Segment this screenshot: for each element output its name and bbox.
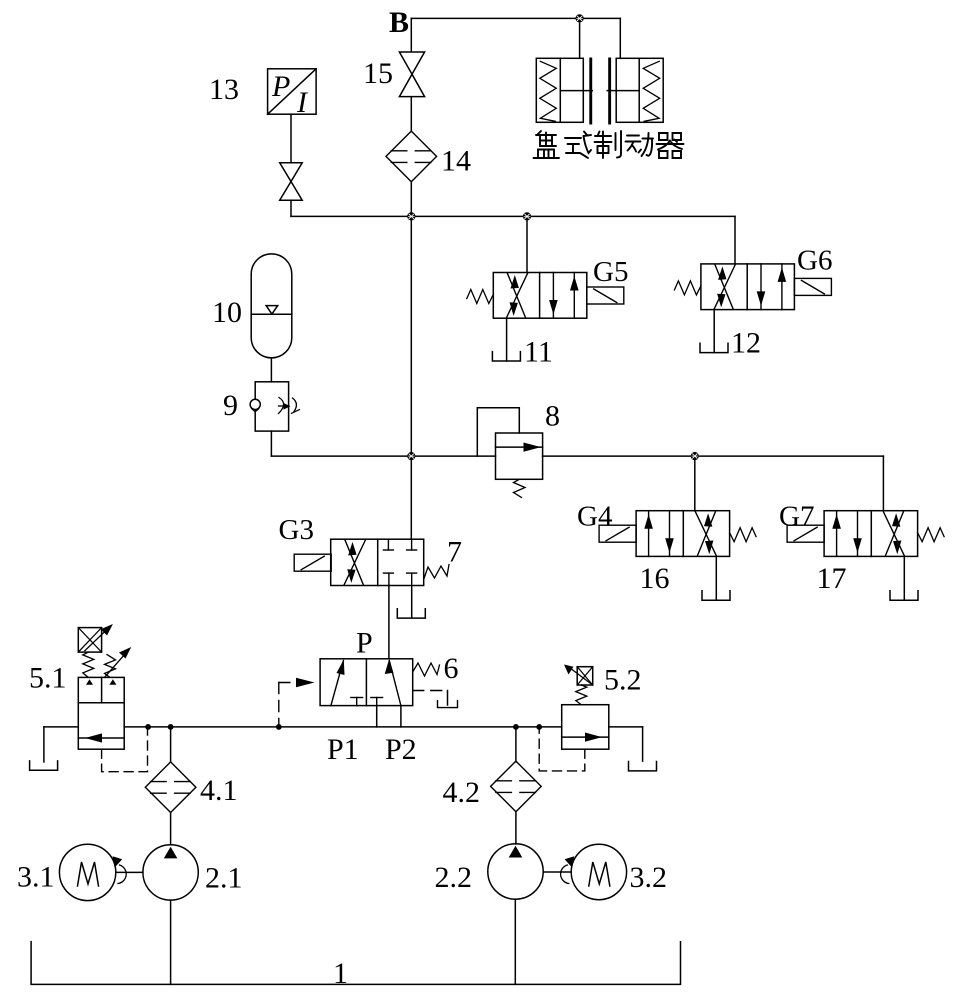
svg-text:P: P (356, 627, 373, 660)
svg-text:B: B (389, 6, 409, 39)
svg-text:G3: G3 (279, 514, 314, 546)
svg-text:15: 15 (363, 57, 393, 90)
svg-text:9: 9 (223, 389, 238, 422)
svg-text:4.1: 4.1 (200, 774, 238, 807)
svg-text:16: 16 (640, 562, 670, 595)
svg-text:2.2: 2.2 (435, 861, 473, 894)
svg-text:I: I (296, 86, 309, 119)
svg-text:7: 7 (447, 536, 462, 569)
svg-text:G5: G5 (593, 256, 628, 288)
svg-text:3.2: 3.2 (630, 861, 668, 894)
svg-text:G4: G4 (577, 501, 613, 533)
svg-text:5.2: 5.2 (604, 664, 642, 697)
svg-text:G7: G7 (779, 501, 814, 533)
svg-text:13: 13 (209, 73, 239, 106)
svg-text:11: 11 (524, 336, 553, 369)
svg-text:P1: P1 (327, 733, 359, 766)
svg-text:17: 17 (817, 562, 847, 595)
svg-text:4.2: 4.2 (443, 776, 481, 809)
svg-text:10: 10 (212, 296, 242, 329)
svg-text:G6: G6 (797, 245, 832, 277)
svg-text:8: 8 (545, 400, 560, 433)
svg-text:P: P (271, 70, 290, 103)
svg-text:14: 14 (441, 145, 471, 178)
svg-text:3.1: 3.1 (17, 861, 55, 894)
svg-text:2.1: 2.1 (205, 862, 243, 895)
svg-text:6: 6 (444, 652, 459, 685)
svg-text:1: 1 (333, 957, 348, 990)
svg-text:P2: P2 (385, 733, 417, 766)
svg-text:5.1: 5.1 (29, 662, 67, 695)
svg-text:12: 12 (731, 327, 761, 360)
